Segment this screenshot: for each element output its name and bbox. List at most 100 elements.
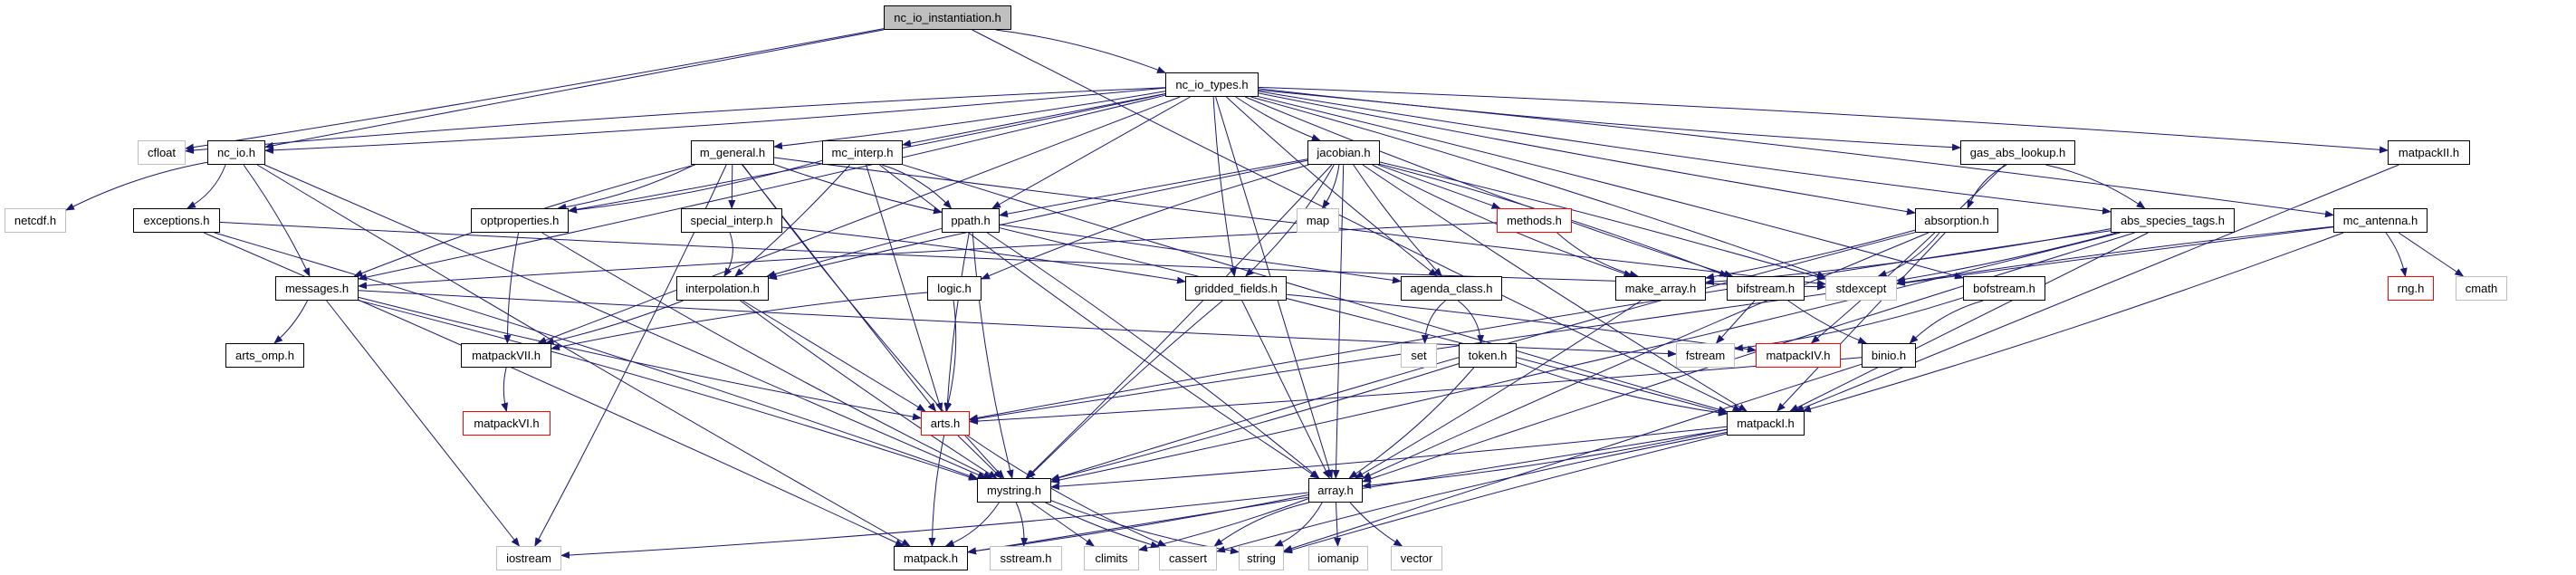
- node-label: mc_interp.h: [831, 146, 894, 159]
- node-set[interactable]: set: [1401, 343, 1437, 368]
- edge-ppath-to-matpackI: [999, 227, 1728, 416]
- node-bifstream[interactable]: bifstream.h: [1727, 276, 1805, 301]
- edge-mystring-to-string: [1050, 500, 1240, 555]
- edge-gas-abs-lookup-to-matpackIV: [1810, 164, 2006, 344]
- node-label: binio.h: [1871, 349, 1907, 362]
- edge-absorption-to-stdexcept: [1877, 232, 1940, 277]
- node-arts-omp[interactable]: arts_omp.h: [225, 343, 304, 368]
- edge-ppath-to-mystring: [972, 232, 1014, 479]
- node-label: matpackI.h: [1737, 417, 1795, 430]
- node-label: rng.h: [2397, 282, 2425, 295]
- node-token[interactable]: token.h: [1459, 343, 1517, 368]
- node-stdexcept[interactable]: stdexcept: [1825, 276, 1897, 301]
- node-matpackIV[interactable]: matpackIV.h: [1756, 343, 1841, 368]
- node-nc-io[interactable]: nc_io.h: [207, 140, 265, 165]
- node-nc-io-types[interactable]: nc_io_types.h: [1165, 72, 1259, 97]
- edge-arts-to-mystring: [957, 435, 1002, 479]
- node-matpackI[interactable]: matpackI.h: [1727, 411, 1805, 436]
- node-string[interactable]: string: [1239, 546, 1284, 570]
- node-label: matpackVI.h: [474, 417, 540, 430]
- edge-gridded-fields-to-array: [1241, 300, 1330, 479]
- node-abs-species-tags[interactable]: abs_species_tags.h: [2111, 208, 2235, 233]
- node-gridded-fields[interactable]: gridded_fields.h: [1185, 276, 1287, 301]
- node-rng[interactable]: rng.h: [2388, 276, 2434, 301]
- node-nc-io-instantiation: nc_io_instantiation.h: [884, 5, 1011, 30]
- edge-mystring-to-climits: [1031, 502, 1096, 547]
- node-arts[interactable]: arts.h: [921, 411, 970, 436]
- node-logic[interactable]: logic.h: [927, 276, 982, 301]
- node-m-general[interactable]: m_general.h: [691, 140, 774, 165]
- edge-mc-antenna-to-stdexcept: [1896, 225, 2334, 286]
- node-label: ppath.h: [951, 214, 991, 227]
- edge-matpackI-to-cassert: [1216, 432, 1728, 553]
- node-sstream[interactable]: sstream.h: [990, 546, 1062, 570]
- edge-messages-to-arts-omp: [273, 300, 308, 344]
- node-agenda-class[interactable]: agenda_class.h: [1401, 276, 1502, 301]
- edge-logic-to-arts: [944, 300, 957, 412]
- node-cmath[interactable]: cmath: [2456, 276, 2507, 301]
- edge-mc-antenna-to-rng: [2385, 232, 2408, 277]
- edge-ppath-to-array: [987, 232, 1320, 479]
- node-iostream[interactable]: iostream: [496, 546, 561, 570]
- node-label: arts_omp.h: [235, 349, 295, 362]
- node-methods[interactable]: methods.h: [1497, 208, 1572, 233]
- node-label: jacobian.h: [1317, 146, 1371, 159]
- node-make-array[interactable]: make_array.h: [1615, 276, 1706, 301]
- node-mystring[interactable]: mystring.h: [977, 478, 1051, 503]
- edge-jacobian-to-mystring: [1025, 164, 1333, 479]
- node-bofstream[interactable]: bofstream.h: [1963, 276, 2045, 301]
- node-label: matpackII.h: [2398, 146, 2460, 159]
- node-matpack[interactable]: matpack.h: [894, 546, 968, 570]
- node-mc-antenna[interactable]: mc_antenna.h: [2333, 208, 2428, 233]
- node-messages[interactable]: messages.h: [275, 276, 359, 301]
- node-exceptions[interactable]: exceptions.h: [133, 208, 220, 233]
- node-label: gas_abs_lookup.h: [1969, 146, 2066, 159]
- node-jacobian[interactable]: jacobian.h: [1307, 140, 1380, 165]
- edge-jacobian-to-gridded-fields: [1244, 164, 1335, 277]
- node-fstream[interactable]: fstream: [1676, 343, 1735, 368]
- edge-mc-interp-to-matpackI: [902, 164, 1728, 413]
- node-matpackVII[interactable]: matpackVII.h: [461, 343, 551, 368]
- node-absorption[interactable]: absorption.h: [1915, 208, 1998, 233]
- edge-mc-antenna-to-arts: [969, 226, 2334, 423]
- node-cfloat[interactable]: cfloat: [138, 140, 186, 165]
- node-cassert[interactable]: cassert: [1159, 546, 1217, 570]
- edge-jacobian-to-ppath: [999, 158, 1308, 218]
- node-array[interactable]: array.h: [1308, 478, 1363, 503]
- node-climits[interactable]: climits: [1084, 546, 1139, 570]
- node-label: methods.h: [1507, 214, 1562, 227]
- edge-nc-io-instantiation-to-cfloat: [185, 28, 885, 151]
- edge-make-array-to-array: [1354, 300, 1642, 479]
- node-netcdf[interactable]: netcdf.h: [5, 208, 66, 233]
- node-matpackII[interactable]: matpackII.h: [2388, 140, 2470, 165]
- node-optproperties[interactable]: optproperties.h: [471, 208, 569, 233]
- node-vector[interactable]: vector: [1391, 546, 1442, 570]
- edge-special-interp-to-interpolation: [723, 232, 733, 277]
- edge-bofstream-to-binio: [1909, 300, 1984, 344]
- node-label: abs_species_tags.h: [2121, 214, 2225, 227]
- node-label: nc_io_types.h: [1175, 78, 1249, 91]
- edge-mystring-to-matpack: [944, 502, 1000, 547]
- edge-absorption-to-make-array: [1705, 229, 1916, 281]
- edge-nc-io-to-exceptions: [187, 164, 226, 209]
- edge-binio-to-arts: [969, 357, 1863, 426]
- node-special-interp[interactable]: special_interp.h: [681, 208, 782, 233]
- node-mc-interp[interactable]: mc_interp.h: [822, 140, 903, 165]
- node-label: cassert: [1169, 551, 1207, 565]
- node-binio[interactable]: binio.h: [1862, 343, 1916, 368]
- node-gas-abs-lookup[interactable]: gas_abs_lookup.h: [1960, 140, 2075, 165]
- edge-nc-io-to-netcdf: [65, 161, 208, 211]
- edge-mc-interp-to-optproperties: [568, 159, 823, 214]
- edge-special-interp-to-gridded-fields: [781, 226, 1186, 284]
- edge-nc-io-instantiation-to-matpackI: [972, 29, 1742, 412]
- node-map[interactable]: map: [1297, 208, 1339, 233]
- edge-mc-interp-to-interpolation: [734, 164, 850, 277]
- edge-token-to-matpackI: [1516, 361, 1728, 417]
- node-matpackVI[interactable]: matpackVI.h: [463, 411, 551, 436]
- node-interpolation[interactable]: interpolation.h: [676, 276, 769, 301]
- edge-mc-interp-to-ppath: [881, 164, 953, 209]
- node-iomanip[interactable]: iomanip: [1308, 546, 1368, 570]
- edge-nc-io-types-to-mc-antenna: [1258, 90, 2334, 218]
- node-ppath[interactable]: ppath.h: [942, 208, 1000, 233]
